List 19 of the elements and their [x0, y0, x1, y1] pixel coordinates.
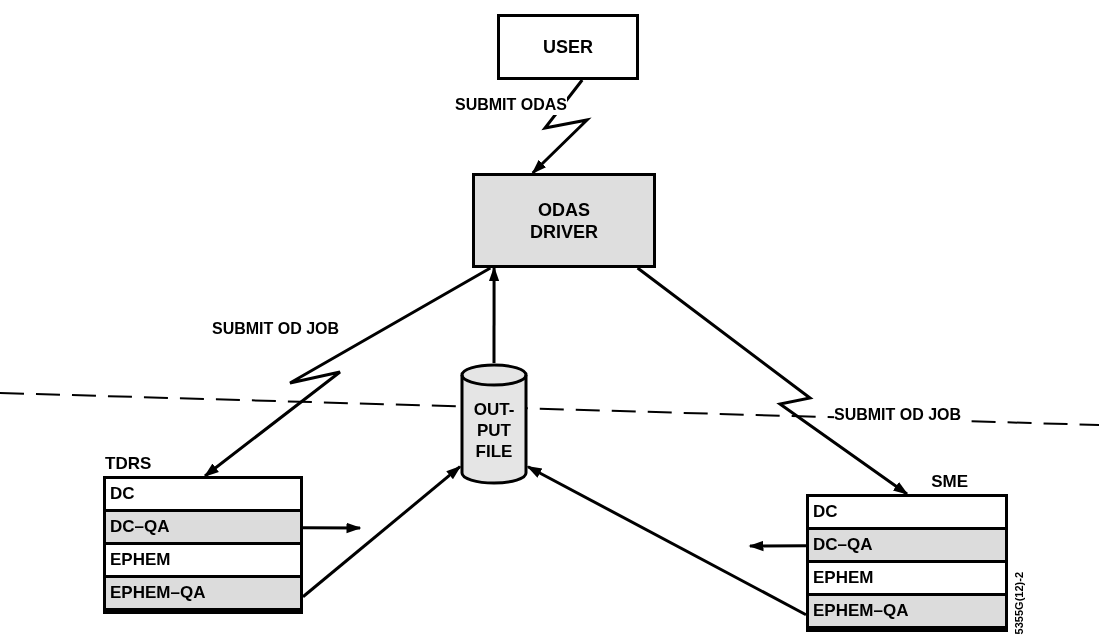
- arrow: [526, 465, 807, 617]
- group-heading: TDRS: [105, 454, 152, 474]
- table-row: EPHEM–QA: [809, 595, 1005, 629]
- arrow: [488, 266, 500, 363]
- arrow: [303, 522, 362, 534]
- table-row: DC–QA: [106, 511, 300, 545]
- arrow: [636, 266, 909, 496]
- table-row: DC–QA: [809, 529, 1005, 563]
- node-label: OUT- PUT FILE: [472, 398, 516, 462]
- arrow: [748, 540, 806, 552]
- process-box: ODAS DRIVER: [472, 173, 656, 268]
- figure-number: 5355G(12)-2: [1012, 572, 1026, 635]
- arrow: [531, 79, 592, 175]
- arrow: [203, 266, 492, 478]
- edge-label: SUBMIT ODAS: [455, 94, 567, 115]
- table-row: EPHEM–QA: [106, 577, 300, 611]
- group-heading: SME: [931, 472, 968, 492]
- arrow: [302, 465, 462, 598]
- process-box: USER: [497, 14, 639, 80]
